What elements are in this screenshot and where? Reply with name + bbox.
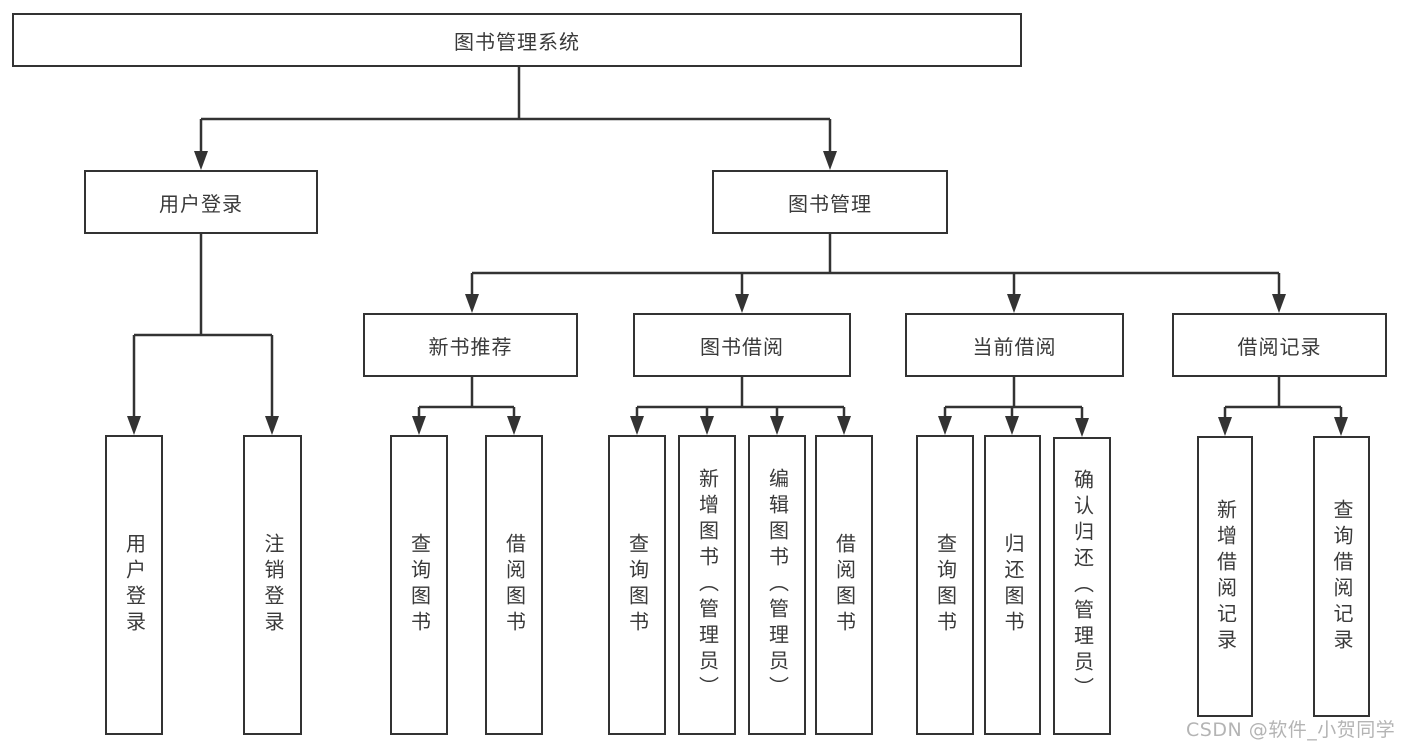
connector-records-to-leaves — [1223, 377, 1343, 419]
arrowhead — [1334, 417, 1348, 436]
arrowhead — [127, 416, 141, 435]
leaf-label: 新增图书（管理员） — [695, 468, 720, 702]
arrowhead — [465, 294, 479, 313]
node-new-book-recommend: 新书推荐 — [363, 313, 578, 377]
node-library-management-system: 图书管理系统 — [12, 13, 1022, 67]
leaf-borrow-books-borrowing: 借阅图书 — [815, 435, 873, 735]
csdn-watermark: CSDN @软件_小贺同学 — [1186, 719, 1396, 741]
leaf-return-book: 归还图书 — [984, 435, 1041, 735]
leaf-label: 归还图书 — [1001, 533, 1025, 637]
arrowhead — [1272, 294, 1286, 313]
arrowhead — [194, 151, 208, 170]
connector-root-to-level2 — [199, 67, 832, 153]
leaf-query-borrow-record: 查询借阅记录 — [1313, 436, 1370, 717]
arrowhead — [837, 416, 851, 435]
arrowhead — [412, 416, 426, 435]
leaf-label: 查询图书 — [625, 533, 650, 637]
leaf-user-login: 用户登录 — [105, 435, 163, 735]
leaf-add-borrow-record: 新增借阅记录 — [1197, 436, 1253, 717]
arrowhead — [265, 416, 279, 435]
connector-currentborrow-to-leaves — [943, 377, 1084, 420]
leaf-add-book-admin: 新增图书（管理员） — [678, 435, 736, 735]
node-borrowing-records: 借阅记录 — [1172, 313, 1387, 377]
arrowhead — [770, 416, 784, 435]
arrowhead — [1075, 418, 1089, 437]
leaf-edit-book-admin: 编辑图书（管理员） — [748, 435, 806, 735]
leaf-logout: 注销登录 — [243, 435, 302, 735]
connector-newbooks-to-leaves — [417, 377, 516, 418]
arrowhead — [1218, 417, 1232, 436]
leaf-query-books-newbooks: 查询图书 — [390, 435, 448, 735]
arrowhead — [735, 294, 749, 313]
leaf-label: 编辑图书（管理员） — [765, 468, 790, 702]
arrowhead — [507, 416, 521, 435]
node-book-borrowing: 图书借阅 — [633, 313, 851, 377]
arrowhead — [630, 416, 644, 435]
arrowhead — [700, 416, 714, 435]
leaf-query-books-borrowing: 查询图书 — [608, 435, 666, 735]
leaf-label: 注销登录 — [261, 533, 285, 637]
node-book-management: 图书管理 — [712, 170, 948, 234]
leaf-label: 查询图书 — [407, 533, 432, 637]
leaf-label: 确认归还（管理员） — [1070, 469, 1095, 703]
node-user-login: 用户登录 — [84, 170, 318, 234]
leaf-label: 借阅图书 — [502, 533, 527, 637]
node-current-borrowing: 当前借阅 — [905, 313, 1124, 377]
leaf-label: 查询图书 — [933, 533, 958, 637]
leaf-borrow-books-newbooks: 借阅图书 — [485, 435, 543, 735]
leaf-label: 新增借阅记录 — [1213, 498, 1238, 655]
leaf-label: 借阅图书 — [832, 533, 857, 637]
arrowhead — [1007, 294, 1021, 313]
arrowhead — [823, 151, 837, 170]
leaf-confirm-return-admin: 确认归还（管理员） — [1053, 437, 1111, 735]
connector-bookmgmt-to-level3 — [470, 234, 1281, 296]
leaf-query-books-current: 查询图书 — [916, 435, 974, 735]
arrowhead — [1005, 416, 1019, 435]
arrowhead — [938, 416, 952, 435]
leaf-label: 用户登录 — [122, 533, 147, 637]
connector-userlogin-to-leaves — [132, 234, 274, 418]
connector-bookborrow-to-leaves — [635, 377, 846, 418]
leaf-label: 查询借阅记录 — [1330, 498, 1354, 655]
